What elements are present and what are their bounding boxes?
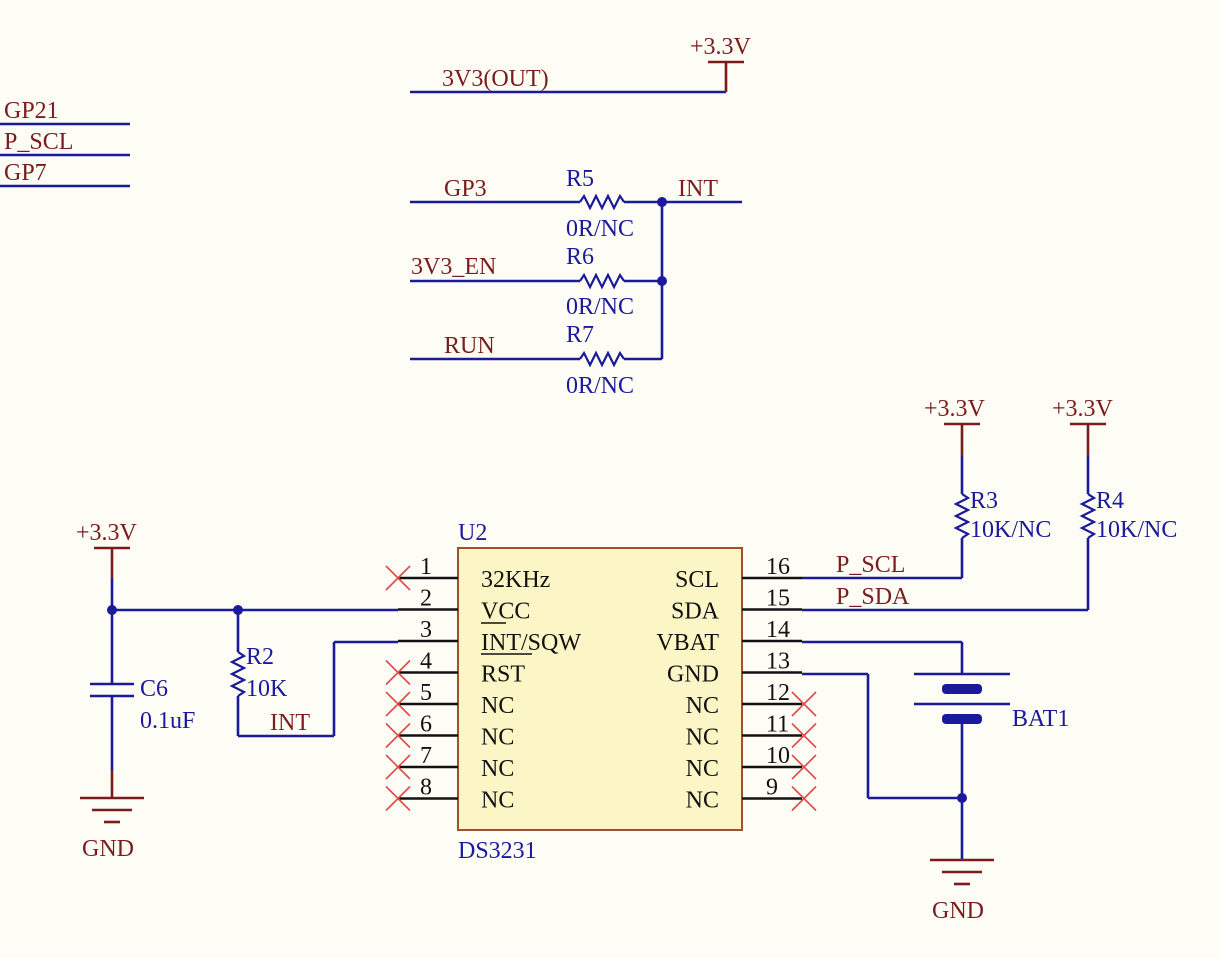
- u2-pin-15-number: 15: [766, 586, 790, 612]
- power-label-plus33-top: +3.3V: [690, 34, 752, 60]
- r4-ref: R4: [1096, 488, 1124, 514]
- u2-pin-2-name: VCC: [481, 599, 530, 625]
- u2-pin-9-name: NC: [686, 788, 719, 814]
- r7-ref: R7: [566, 322, 594, 348]
- u2-pin-16-number: 16: [766, 554, 790, 580]
- u2-pin-16-name: SCL: [675, 567, 719, 593]
- no-connect-marker: [385, 659, 411, 686]
- net-label-3v3-out: 3V3(OUT): [442, 66, 549, 92]
- net-label-int-left: INT: [270, 710, 310, 736]
- net-label-gp21: GP21: [4, 98, 59, 124]
- no-connect-marker: [385, 565, 411, 591]
- net-3v3-out: 3V3(OUT) +3.3V: [410, 34, 752, 94]
- u2-pin-3-name: INT/SQW: [481, 630, 581, 656]
- u2-pin-4-name: RST: [481, 662, 525, 688]
- power-label-gnd-right: GND: [932, 898, 984, 924]
- r3-value: 10K/NC: [970, 517, 1051, 543]
- junction-dot: [657, 197, 667, 207]
- r5-value: 0R/NC: [566, 216, 634, 242]
- u2-pin-12-name: NC: [686, 693, 719, 719]
- u2-pin-11-name: NC: [686, 725, 719, 751]
- u2-pin-10-name: NC: [686, 756, 719, 782]
- r2-value: 10K: [246, 676, 288, 702]
- r6-value: 0R/NC: [566, 294, 634, 320]
- u2-pin-13-name: GND: [667, 662, 719, 688]
- battery-plate: [942, 684, 982, 694]
- resistor-r6: 3V3_EN R6 0R/NC: [410, 244, 662, 320]
- net-label-3v3-en: 3V3_EN: [411, 254, 496, 280]
- no-connect-marker: [385, 722, 411, 749]
- no-connect-marker: [791, 691, 817, 717]
- resistor-r4: +3.3V R4 10K/NC: [1052, 396, 1177, 610]
- u2-pin-1-name: 32KHz: [481, 567, 550, 593]
- u2-pin-5-number: 5: [420, 680, 432, 706]
- no-connect-marker: [791, 722, 817, 749]
- u2-pin-14-number: 14: [766, 617, 790, 643]
- u2-pin-7-number: 7: [420, 743, 432, 769]
- u2-pin-3-number: 3: [420, 617, 432, 643]
- c6-ref: C6: [140, 676, 168, 702]
- r7-value: 0R/NC: [566, 373, 634, 399]
- u2-pin-10-number: 10: [766, 743, 790, 769]
- no-connect-marker: [385, 785, 411, 812]
- u2-body: [457, 547, 743, 831]
- power-label-plus33-r4: +3.3V: [1052, 396, 1114, 422]
- no-connect-marker: [385, 691, 411, 717]
- power-label-plus33-r3: +3.3V: [924, 396, 986, 422]
- resistor-r2: R2 10K INT: [229, 610, 398, 738]
- u2-pin-2-number: 2: [420, 586, 432, 612]
- battery-bat1: BAT1: [802, 640, 1069, 860]
- bat1-ref: BAT1: [1012, 706, 1069, 732]
- r6-ref: R6: [566, 244, 594, 270]
- u2-pin-12-number: 12: [766, 680, 790, 706]
- ground-right: GND: [930, 858, 994, 924]
- no-connect-marker: [385, 754, 411, 780]
- resistor-r7: RUN R7 0R/NC: [410, 322, 662, 399]
- net-label-gp3: GP3: [444, 176, 487, 202]
- junction-dot: [107, 605, 117, 615]
- r3-ref: R3: [970, 488, 998, 514]
- net-label-p-scl-left: P_SCL: [4, 129, 73, 155]
- junction-dot: [657, 276, 667, 286]
- net-label-gp7: GP7: [4, 160, 47, 186]
- net-label-p-scl: P_SCL: [836, 552, 905, 578]
- u2-pin-6-name: NC: [481, 725, 514, 751]
- u2-pin-5-name: NC: [481, 693, 514, 719]
- u2-pin-15-name: SDA: [671, 599, 720, 625]
- r2-ref: R2: [246, 644, 274, 670]
- u2-pin-14-name: VBAT: [656, 630, 719, 656]
- u2-part: DS3231: [458, 838, 537, 864]
- resistor-r3: +3.3V R3 10K/NC: [924, 396, 1051, 578]
- power-label-gnd-left: GND: [82, 836, 134, 862]
- u2-pin-6-number: 6: [420, 712, 432, 738]
- net-label-run: RUN: [444, 333, 495, 359]
- r4-value: 10K/NC: [1096, 517, 1177, 543]
- u2-pin-7-name: NC: [481, 756, 514, 782]
- junction-dot: [957, 793, 967, 803]
- capacitor-c6: +3.3V C6 0.1uF GND: [76, 520, 195, 862]
- u2-pin-8-number: 8: [420, 775, 432, 801]
- u2-pin-4-number: 4: [420, 649, 432, 675]
- u2-pin-1-number: 1: [420, 554, 432, 580]
- battery-plate: [942, 714, 982, 724]
- power-label-plus33-left: +3.3V: [76, 520, 138, 546]
- u2-ref: U2: [458, 520, 487, 546]
- net-label-int-top: INT: [678, 176, 718, 202]
- no-connect-marker: [791, 754, 817, 780]
- u2-pin-8-name: NC: [481, 788, 514, 814]
- resistor-r5: GP3 R5 0R/NC INT: [410, 166, 742, 242]
- c6-value: 0.1uF: [140, 708, 195, 734]
- u2-pin-9-number: 9: [766, 775, 778, 801]
- u2-pin-13-number: 13: [766, 649, 790, 675]
- net-label-p-sda: P_SDA: [836, 584, 910, 610]
- left-net-stubs: GP21 P_SCL GP7: [0, 98, 130, 188]
- no-connect-marker: [791, 785, 817, 812]
- r5-ref: R5: [566, 166, 594, 192]
- u2-pin-11-number: 11: [766, 712, 789, 738]
